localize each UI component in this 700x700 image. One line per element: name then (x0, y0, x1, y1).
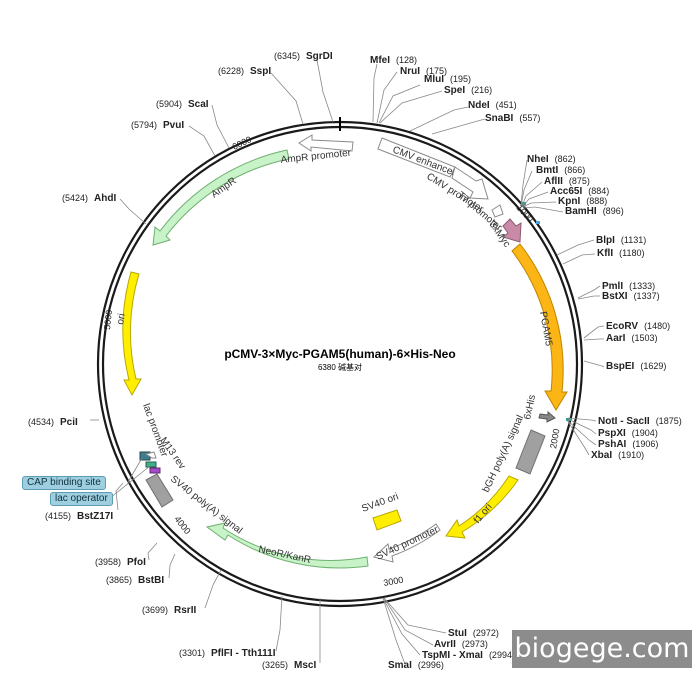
feature-ampr-promoter[interactable] (298, 134, 354, 152)
site-rsrii[interactable]: (3699)RsrII (142, 605, 196, 616)
site-bmti[interactable]: BmtI(866) (536, 165, 585, 176)
feature-lac-operator[interactable] (145, 461, 157, 468)
site-acc65i[interactable]: Acc65I(884) (550, 186, 609, 197)
tag-cap-binding-site[interactable]: CAP binding site (22, 476, 106, 490)
site-scai[interactable]: (5904)ScaI (156, 99, 209, 110)
site-leader-lines (90, 59, 605, 665)
tag-line-lac-operator (109, 465, 151, 499)
feature-t7-promoter[interactable] (491, 204, 504, 218)
tick-4000: 4000 (172, 514, 192, 536)
site-spei[interactable]: SpeI(216) (444, 85, 492, 96)
label-neo-kanr: NeoR/KanR (257, 544, 311, 566)
site-noti-sacii[interactable]: NotI - SacII(1875) (598, 416, 682, 427)
site-mfei[interactable]: MfeI(128) (370, 55, 417, 66)
tick-5000: 5000 (102, 309, 114, 330)
feature-m13-rev[interactable] (149, 467, 161, 474)
mcs-mark-1 (521, 202, 526, 205)
site-ahdi[interactable]: (5424)AhdI (62, 193, 116, 204)
site-bstxi[interactable]: BstXI(1337) (602, 291, 660, 302)
feature-ori[interactable] (122, 271, 142, 397)
feature-ampr[interactable] (152, 149, 290, 246)
site-sspi[interactable]: (6228)SspI (218, 66, 271, 77)
site-blpi[interactable]: BlpI(1131) (596, 235, 646, 246)
feature-pgam5[interactable] (511, 243, 568, 411)
site-aari[interactable]: AarI(1503) (606, 333, 657, 344)
tag-line-cap (127, 457, 143, 483)
site-pmli[interactable]: PmlI(1333) (602, 281, 655, 292)
label-6xhis: 6xHis (522, 394, 538, 421)
feature-sv40-promoter[interactable] (372, 523, 441, 563)
plasmid-length: 6380 碱基对 (318, 362, 362, 372)
site-mlui[interactable]: MluI(195) (424, 74, 471, 85)
site-bstz17i[interactable]: (4155)BstZ17I (45, 511, 113, 522)
site-stui[interactable]: StuI(2972) (448, 628, 499, 639)
site-xbai[interactable]: XbaI(1910) (591, 450, 644, 461)
label-cmv-enhancer: CMV enhancer (391, 145, 458, 179)
feature-cmv-enhancer[interactable] (377, 137, 456, 178)
site-pvui[interactable]: (5794)PvuI (131, 120, 184, 131)
site-bstbi[interactable]: (3865)BstBI (106, 575, 164, 586)
feature-sv40-ori[interactable] (372, 509, 402, 531)
label-ori: ori (115, 313, 128, 326)
site-bspei[interactable]: BspEI(1629) (606, 361, 666, 372)
site-bamhi[interactable]: BamHI(896) (565, 206, 624, 217)
site-nhei[interactable]: NheI(862) (527, 154, 576, 165)
site-ecorv[interactable]: EcoRV(1480) (606, 321, 670, 332)
site-kpni[interactable]: KpnI(888) (558, 196, 607, 207)
site-pspxi[interactable]: PspXI(1904) (598, 428, 658, 439)
feature-6xhis[interactable] (538, 410, 556, 423)
feature-sv40-polya[interactable] (145, 473, 174, 508)
label-bgh-polya: bGH poly(A) signal (481, 414, 526, 495)
site-ndei[interactable]: NdeI(451) (468, 100, 517, 111)
site-snabi[interactable]: SnaBI(557) (485, 113, 540, 124)
site-msci[interactable]: (3265)MscI (262, 660, 316, 671)
watermark: biogege.com (512, 630, 692, 668)
site-nrui[interactable]: NruI(175) (400, 66, 447, 77)
tag-lac-operator[interactable]: lac operator (50, 492, 113, 506)
plasmid-title: pCMV-3×Myc-PGAM5(human)-6×His-Neo (224, 347, 455, 361)
tick-3000: 3000 (383, 575, 404, 588)
site-tspmi-xmai[interactable]: TspMI - XmaI(2994) (422, 650, 515, 661)
site-kfli[interactable]: KflI(1180) (597, 248, 644, 259)
site-avrii[interactable]: AvrII(2973) (434, 639, 488, 650)
label-sv40-promoter: SV40 promoter (375, 524, 441, 563)
site-sgrdi[interactable]: (6345)SgrDI (274, 51, 333, 62)
site-pcii[interactable]: (4534)PciI (28, 417, 78, 428)
mcs-mark-2 (536, 221, 540, 224)
feature-3xmyc[interactable] (501, 218, 522, 243)
tick-2000: 2000 (548, 428, 561, 449)
site-pfoi[interactable]: (3958)PfoI (95, 557, 146, 568)
feature-lac-promoter[interactable] (144, 451, 157, 459)
feature-cmv-promoter[interactable] (451, 166, 489, 200)
label-lac-promoter: lac promoter (140, 402, 170, 459)
feature-bgh-polya[interactable] (515, 429, 546, 475)
site-aflii[interactable]: AflII(875) (544, 176, 590, 187)
site-pflfi-tth111i[interactable]: (3301)PflFI - Tth111I (179, 648, 276, 659)
site-pshai[interactable]: PshAI(1906) (598, 439, 658, 450)
feature-neo-kanr[interactable] (205, 522, 369, 569)
label-ampr-promoter: AmpR promoter (280, 148, 352, 166)
site-smai[interactable]: SmaI(2996) (388, 660, 444, 671)
feature-f1-ori[interactable] (445, 475, 519, 539)
